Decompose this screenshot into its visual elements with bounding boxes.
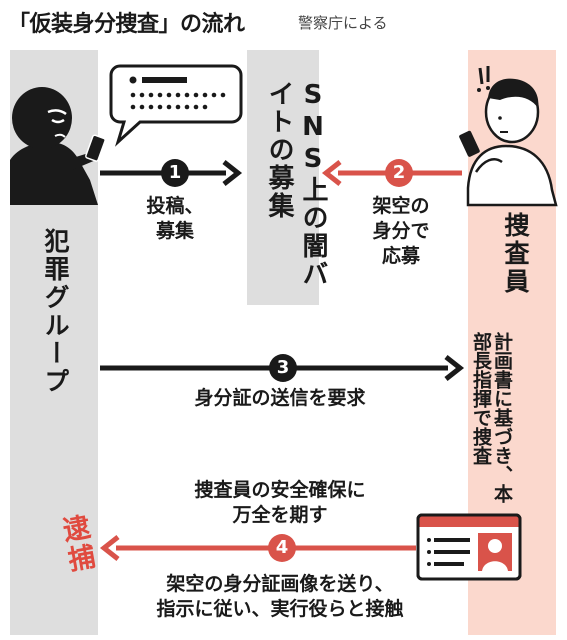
plan-label: 計画書に基づき、本部長指揮で捜査 (470, 332, 513, 503)
investigator-figure-icon (459, 66, 558, 207)
criminal-group-label: 犯罪グループ (41, 228, 70, 396)
criminal-silhouette-icon (10, 87, 98, 205)
step-1-marker: 1 (161, 159, 189, 187)
step-3-text: 身分証の送信を要求 (194, 387, 366, 409)
step-4-marker: 4 (268, 534, 296, 562)
step-4-text-below: 架空の身分証画像を送り、 指示に従い、実行役らと接触 (156, 573, 404, 620)
step-2-marker: 2 (385, 159, 413, 187)
step-1-text: 投稿、 募集 (146, 195, 204, 242)
arrow-step-4 (99, 535, 416, 561)
sns-recruitment-label: SNS上の闇バイトの募集 (264, 80, 328, 288)
source-note: 警察庁による (298, 14, 388, 32)
page-title: 「仮装身分捜査」の流れ (8, 12, 245, 37)
step-3-marker: 3 (269, 354, 297, 382)
investigator-label: 捜査員 (501, 212, 530, 296)
step-2-text: 架空の 身分で 応募 (372, 195, 430, 267)
speech-bubble-icon (109, 64, 243, 147)
step-4-text-above: 捜査員の安全確保に 万全を期す (194, 479, 366, 526)
id-card-icon (416, 513, 522, 581)
smartphone-icon (85, 134, 106, 162)
sns-column (247, 50, 319, 305)
